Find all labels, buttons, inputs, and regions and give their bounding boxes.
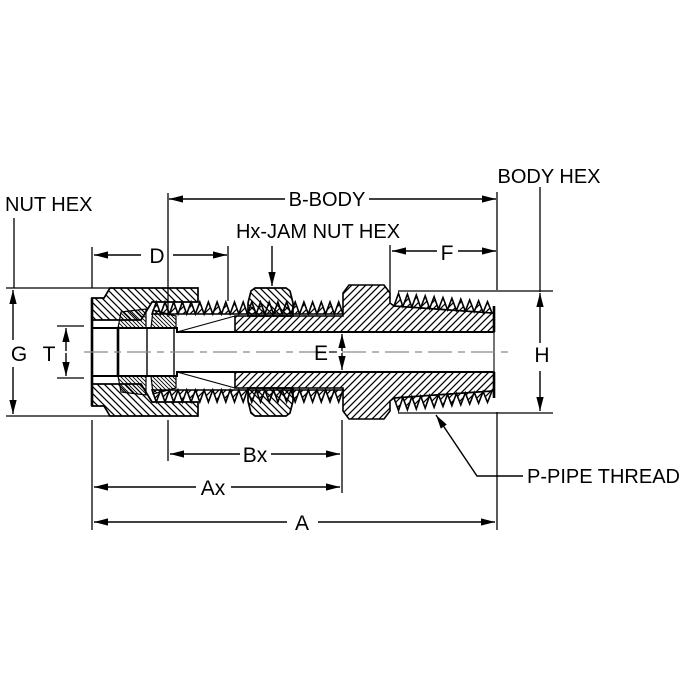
label-jam-nut-hex: Hx-JAM NUT HEX [236, 221, 400, 243]
nut-lower-half [91, 383, 199, 417]
dim-a [94, 412, 498, 530]
pipe-thread-callout [435, 414, 523, 477]
bore-lower-line [92, 371, 493, 377]
dim-label-a: A [295, 512, 309, 535]
body-thread-lower [150, 387, 345, 405]
dim-d [91, 246, 229, 301]
dim-label-d: D [149, 245, 164, 268]
dim-label-ax: Ax [201, 477, 226, 500]
label-body-hex: BODY HEX [498, 166, 601, 188]
body-thread-upper [150, 299, 345, 317]
bore-upper-line [92, 327, 493, 333]
dim-label-g: G [11, 343, 27, 366]
dim-h [398, 187, 553, 414]
dim-e [329, 334, 346, 370]
nut-upper-half [91, 287, 199, 321]
dim-label-e: E [314, 342, 328, 365]
dim-label-t: T [43, 343, 56, 366]
dim-bx [167, 420, 343, 493]
pipe-thread-lower [392, 389, 494, 414]
pipe-thread-upper [392, 290, 494, 315]
body-nose-cone-lower [176, 371, 236, 389]
label-p-pipe-thread: P-PIPE THREAD [527, 466, 680, 488]
labels: NUT HEX B-BODY BODY HEX Hx-JAM NUT HEX P… [5, 166, 680, 535]
dim-f [389, 245, 496, 293]
back-ferrule-upper [117, 308, 147, 329]
dim-label-bx: Bx [243, 444, 268, 467]
back-ferrule-lower [117, 375, 147, 396]
dim-label-f: F [441, 242, 454, 265]
dim-g [6, 218, 112, 417]
bore-and-centerline [84, 327, 514, 377]
label-b-body: B-BODY [289, 189, 366, 211]
leader-line [435, 414, 523, 477]
body-cross-section [150, 284, 496, 420]
dim-ax [91, 420, 340, 530]
dim-t [57, 325, 84, 379]
dim-b-body [167, 192, 498, 317]
body-nose-cone-upper [176, 315, 236, 333]
label-nut-hex: NUT HEX [5, 194, 92, 216]
dim-label-h: H [534, 344, 549, 367]
